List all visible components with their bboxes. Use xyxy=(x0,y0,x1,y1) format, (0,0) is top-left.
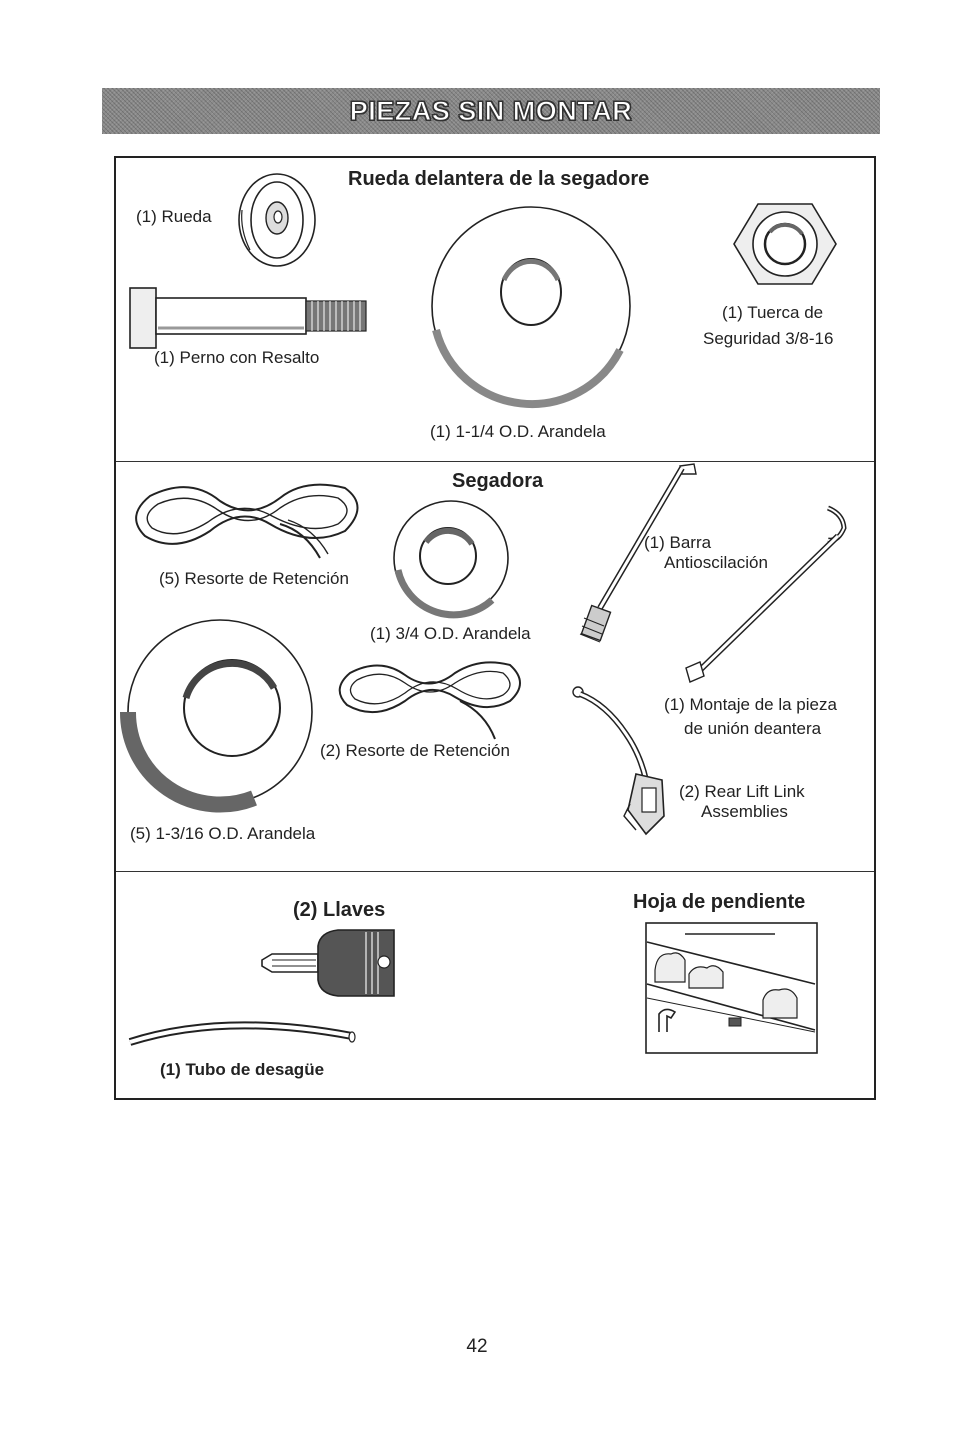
nut-label-line2: Seguridad 3/8-16 xyxy=(703,329,834,348)
slope-sheet-heading: Hoja de pendiente xyxy=(633,891,806,913)
section-banner: PIEZAS SIN MONTAR xyxy=(102,88,880,134)
retainer-spring-2-label: (2) Resorte de Retención xyxy=(320,741,510,760)
medium-washer-label: (5) 1-3/16 O.D. Arandela xyxy=(130,824,316,843)
bolt-label: (1) Perno con Resalto xyxy=(154,348,320,367)
parts-frame xyxy=(114,156,876,1100)
small-washer-icon xyxy=(393,500,509,619)
lock-nut-icon xyxy=(733,203,837,285)
medium-washer-icon xyxy=(119,619,313,813)
nut-label-line1: (1) Tuerca de xyxy=(722,303,824,322)
page-number: 42 xyxy=(466,1336,488,1357)
shoulder-bolt-icon xyxy=(129,287,367,349)
front-link-label-line2: de unión deantera xyxy=(684,719,822,738)
wheel-label: (1) Rueda xyxy=(136,207,212,226)
retainer-spring-large-icon xyxy=(135,483,359,559)
anti-sway-label-line2: Antioscilación xyxy=(664,553,768,572)
drain-tube-icon xyxy=(128,1021,356,1046)
banner-title: PIEZAS SIN MONTAR xyxy=(349,95,633,126)
section-divider xyxy=(116,871,874,872)
rear-lift-label-line2: Assemblies xyxy=(701,802,788,821)
drain-tube-label: (1) Tubo de desagüe xyxy=(160,1060,325,1079)
small-washer-label: (1) 3/4 O.D. Arandela xyxy=(370,624,531,643)
mower-heading: Segadora xyxy=(452,470,544,492)
rear-lift-label-line1: (2) Rear Lift Link xyxy=(679,782,805,801)
section-divider xyxy=(116,461,874,462)
front-link-icon xyxy=(685,505,847,683)
front-link-label-line1: (1) Montaje de la pieza xyxy=(664,695,837,714)
keys-heading: (2) Llaves xyxy=(293,899,386,921)
retainer-spring-5-label: (5) Resorte de Retención xyxy=(159,569,349,588)
wheel-icon xyxy=(238,173,316,267)
key-icon xyxy=(261,929,395,997)
retainer-spring-small-icon xyxy=(338,661,521,740)
anti-sway-label-line1: (1) Barra xyxy=(644,533,712,552)
large-washer-label: (1) 1-1/4 O.D. Arandela xyxy=(430,422,606,441)
rear-lift-link-icon xyxy=(572,686,665,836)
front-wheel-heading: Rueda delantera de la segadore xyxy=(348,168,650,190)
large-washer-icon xyxy=(431,206,631,409)
slope-sheet-thumbnail xyxy=(645,922,818,1054)
anti-sway-bar-icon xyxy=(579,463,697,643)
